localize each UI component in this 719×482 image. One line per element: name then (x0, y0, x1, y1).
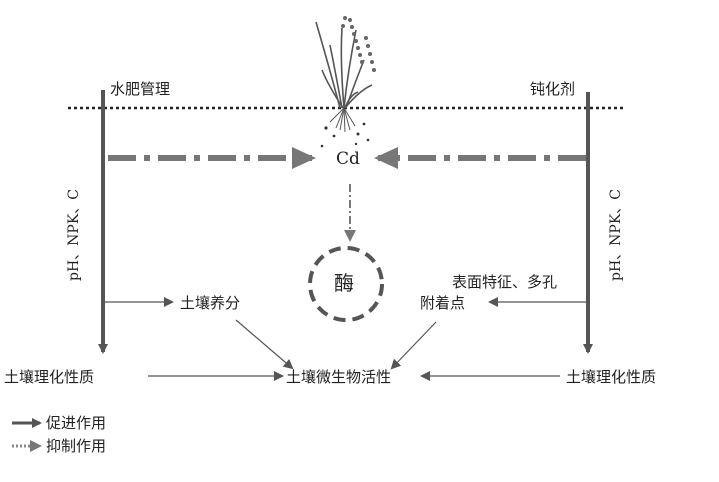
surface-feature-label: 表面特征、多孔 (452, 273, 558, 291)
enzyme-label: 酶 (334, 271, 354, 295)
right-vertical-label: pH、NPK、C (608, 188, 624, 281)
soil-nutrient-label: 土壤养分 (180, 294, 241, 312)
cd-label: Cd (336, 149, 360, 169)
soil-property-right-label: 土壤理化性质 (566, 368, 657, 386)
water-fertilizer-label: 水肥管理 (110, 80, 171, 98)
soil-microbe-label: 土壤微生物活性 (286, 368, 392, 386)
left-vertical-label: pH、NPK、C (66, 188, 82, 281)
nutrient-to-microbe-arrow (235, 319, 294, 370)
passivator-label: 钝化剂 (530, 80, 576, 98)
legend-promote-label: 促进作用 (46, 414, 107, 432)
enzyme-circle (308, 246, 384, 322)
attachment-to-microbe-arrow (390, 321, 437, 370)
legend-inhibit-label: 抑制作用 (46, 437, 107, 455)
soil-property-left-label: 土壤理化性质 (4, 368, 95, 386)
attachment-point-label: 附着点 (420, 294, 466, 312)
rice-plant-icon (315, 16, 376, 148)
